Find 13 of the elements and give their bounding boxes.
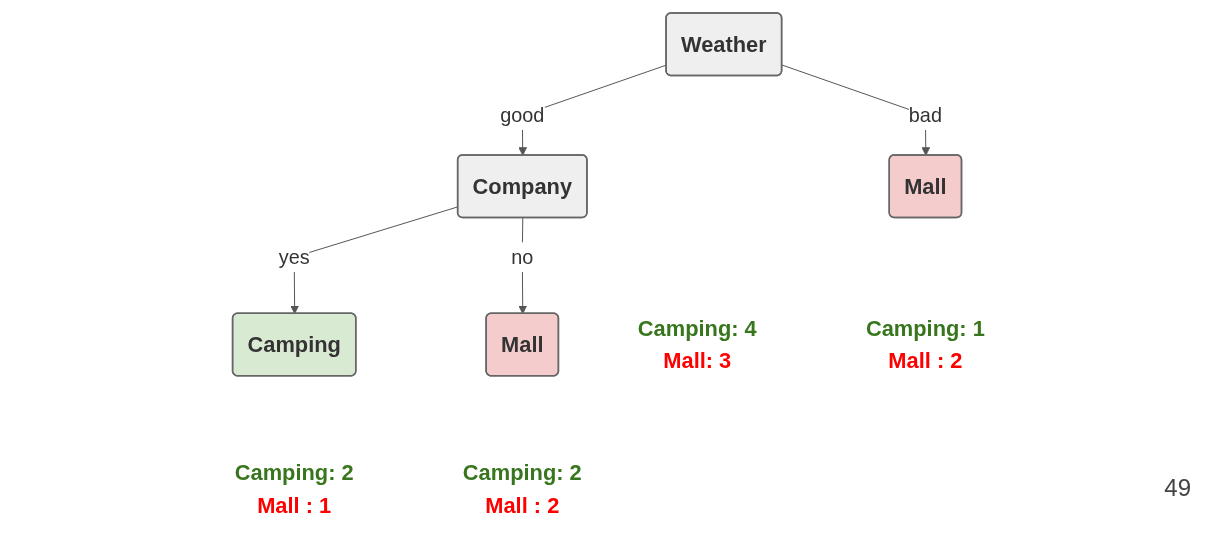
edge-label: yes	[278, 246, 310, 269]
node-label: Mall : 1	[256, 493, 331, 519]
node-label: Mall : 2	[484, 493, 560, 519]
node-label: Camping: 1	[865, 315, 985, 341]
page-number: 49	[1164, 474, 1191, 502]
node-label: Camping: 2	[462, 460, 582, 486]
edge-label: bad	[908, 104, 942, 127]
node-label: Camping: 4	[637, 315, 757, 341]
node-label: Mall : 2	[888, 348, 963, 374]
edge-label: good	[499, 104, 545, 127]
node-label: Mall: 3	[663, 348, 731, 374]
edge-label: no	[510, 246, 534, 269]
node-label: Camping: 2	[234, 460, 354, 486]
